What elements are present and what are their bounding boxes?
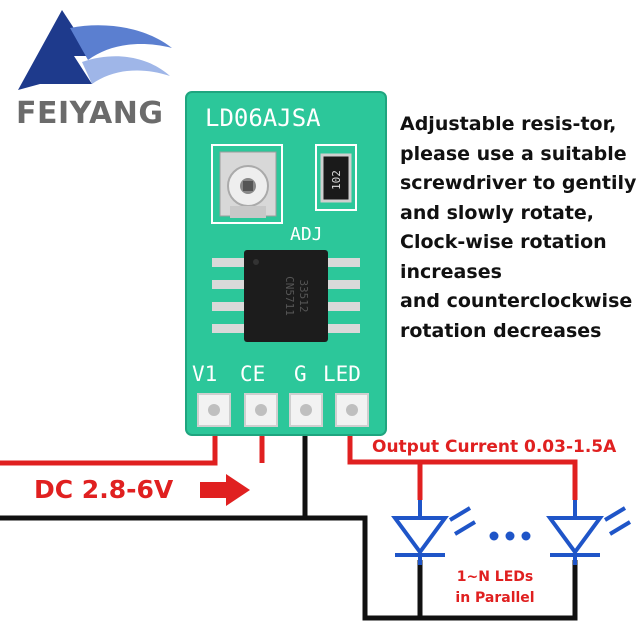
- led-parallel-label: 1~N LEDs in Parallel: [420, 567, 570, 609]
- chip-marking-2: 33512: [297, 279, 310, 312]
- description-line: increases: [400, 260, 502, 283]
- dc-input-label: DC 2.8-6V: [34, 475, 174, 504]
- description-line: please use a suitable: [400, 142, 627, 165]
- adj-label: ADJ: [290, 224, 323, 245]
- wire-g-left: [0, 425, 308, 521]
- description-line: rotation decreases: [400, 319, 602, 342]
- arrow-right-icon: [200, 474, 250, 506]
- led-symbol-icon: [391, 500, 477, 565]
- description-line: Adjustable resis-tor,: [400, 113, 617, 135]
- chip-marking-1: CN5711: [283, 276, 296, 316]
- description-line: and slowly rotate,: [400, 201, 595, 224]
- board-model-label: LD06AJSA: [205, 104, 321, 132]
- led-parallel-text: in Parallel: [455, 590, 535, 606]
- wire-g-led1: [365, 560, 423, 621]
- wire-v1: [0, 425, 218, 466]
- potentiometer[interactable]: [211, 144, 283, 224]
- led-symbol-icon: [546, 500, 632, 565]
- resistor: 102: [315, 144, 357, 211]
- solder-pads: [197, 393, 369, 427]
- pin-label-ce: CE: [240, 362, 265, 386]
- ic-chip: CN5711 33512: [212, 250, 360, 342]
- wire-led-out: [347, 425, 578, 500]
- description-line: screwdriver to gentily: [400, 172, 637, 194]
- pin-label-g: G: [294, 362, 307, 386]
- pin-label-led: LED: [323, 362, 361, 386]
- pcb-board: LD06AJSA 102 ADJ: [185, 91, 387, 436]
- led-count-label: 1~N LEDs: [456, 569, 534, 585]
- brand-name: FEIYANG: [16, 96, 164, 131]
- resistor-code: 102: [330, 170, 343, 190]
- adjustment-description: Adjustable resis-tor, please use a suita…: [400, 110, 640, 346]
- description-line: and counterclockwise: [400, 290, 633, 312]
- pin-label-v1: V1: [192, 362, 217, 386]
- output-current-label: Output Current 0.03-1.5A: [372, 437, 617, 457]
- brand-logo-icon: [18, 10, 172, 90]
- description-line: Clock-wise rotation: [400, 231, 607, 253]
- ellipsis-dots: [489, 531, 531, 541]
